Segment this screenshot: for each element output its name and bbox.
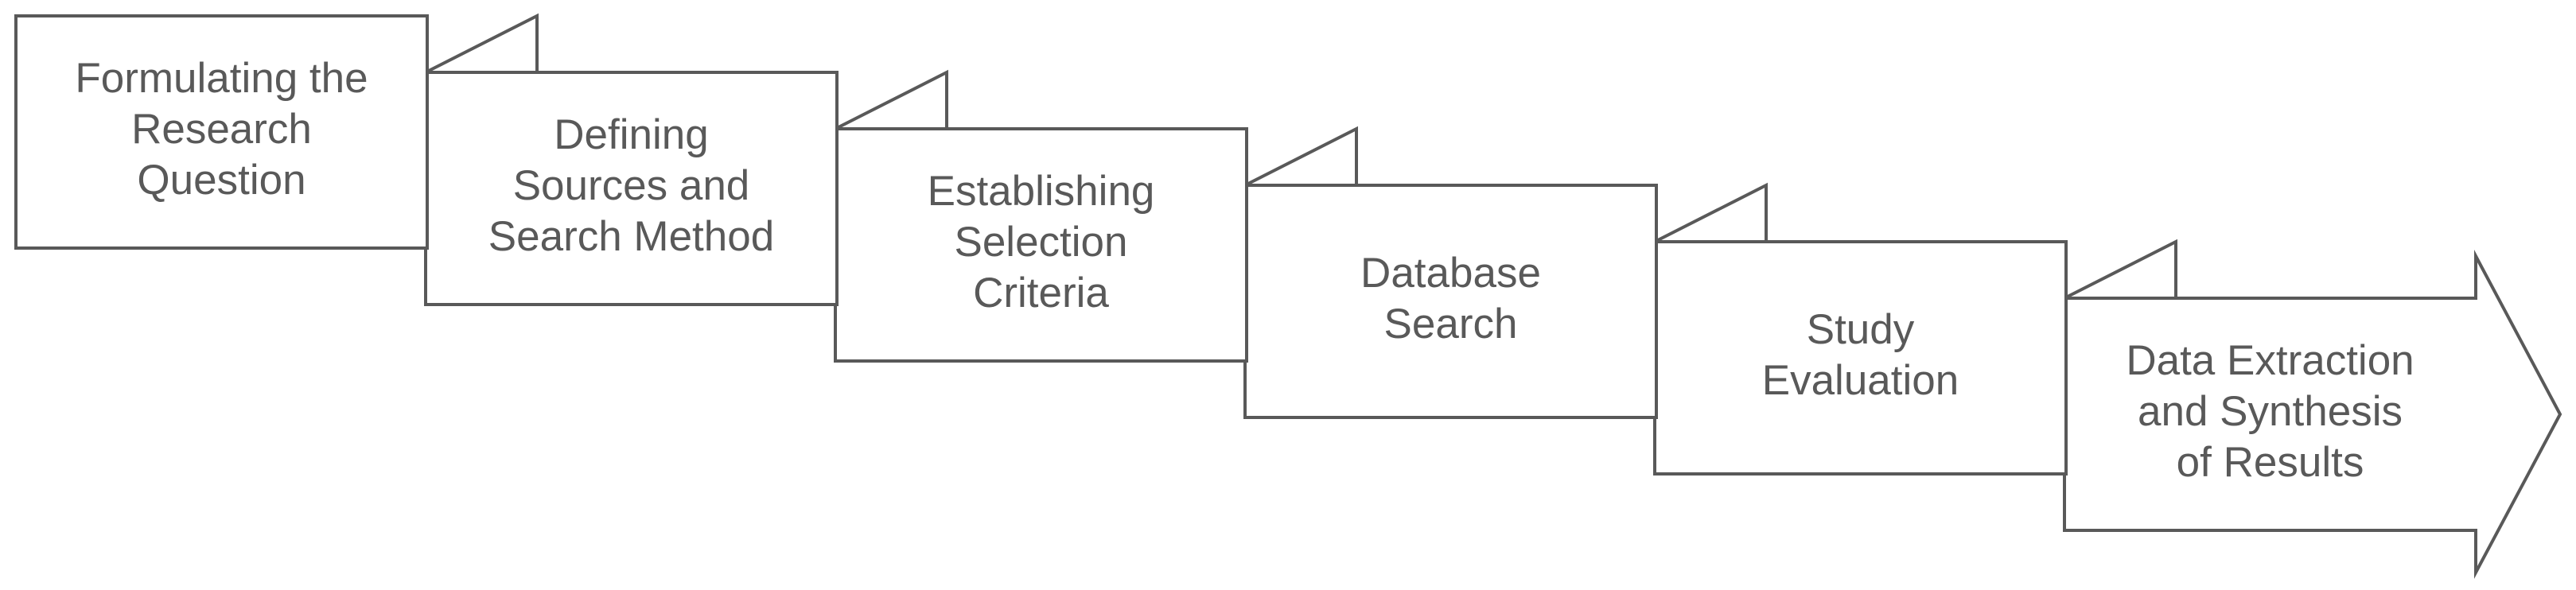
step-shape-data-extraction-and-synthesis-of-results [2063, 249, 2562, 580]
fold-connector-data-extraction-and-synthesis-of-results [2064, 239, 2177, 300]
fold-connector-defining-sources-and-search-method [425, 13, 539, 74]
fold-connector-study-evaluation [1654, 182, 1768, 243]
fold-connector-database-search [1244, 126, 1358, 187]
step-shape-formulating-the-research-question [14, 14, 429, 250]
fold-connector-establishing-selection-criteria [835, 69, 948, 130]
